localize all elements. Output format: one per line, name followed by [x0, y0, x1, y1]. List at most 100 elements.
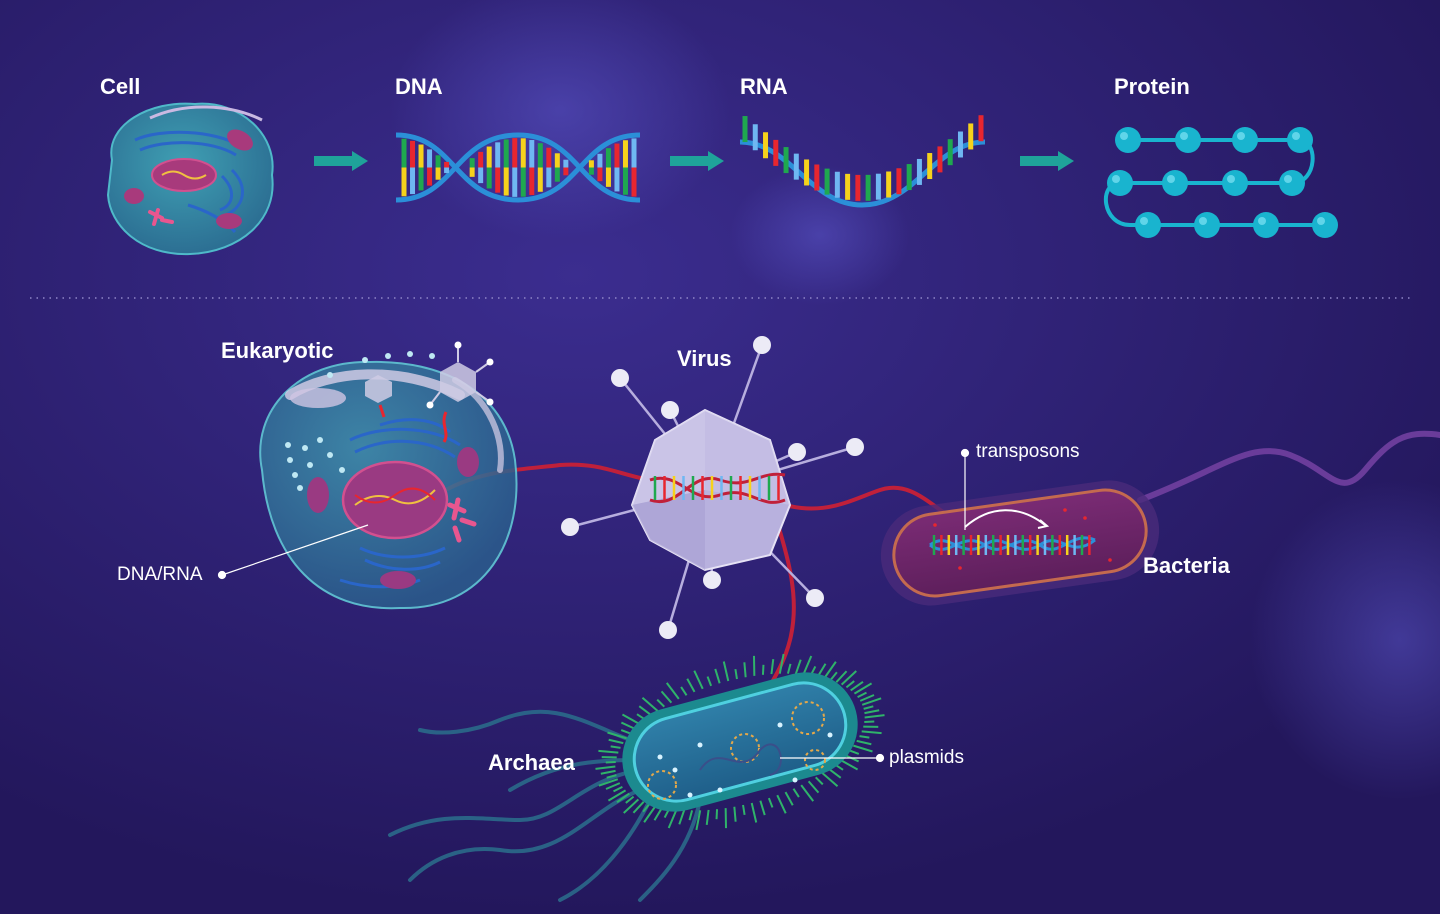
bacteria [880, 480, 1160, 606]
archaea-hair [853, 744, 873, 753]
plasmids-callout: plasmids [889, 747, 964, 768]
archaea-hair [850, 680, 864, 692]
archaea-hair [815, 776, 824, 786]
archaea-hair [859, 735, 870, 739]
archaea-hair [715, 809, 719, 820]
amino-acid-bead [1253, 212, 1279, 238]
archaea-hair [600, 769, 616, 775]
archaea-hair [621, 713, 641, 726]
virus-spike [666, 552, 693, 631]
eukaryotic-cell [259, 341, 518, 610]
cell-label: Cell [100, 74, 141, 99]
archaea-hair [620, 721, 636, 730]
flow-arrow [314, 151, 368, 171]
rna-label: RNA [740, 74, 788, 99]
amino-acid-bead [1222, 170, 1248, 196]
amino-acid-bead [1135, 212, 1161, 238]
archaea-hair [784, 791, 794, 806]
virus-spike-tip [788, 443, 806, 461]
amino-acid-bead [1175, 127, 1201, 153]
archaea-hair [607, 731, 627, 740]
archaea-hair [688, 810, 694, 821]
background-glow [390, 0, 730, 240]
bacteria-flagellum [1137, 430, 1440, 503]
virus-spike-tip [753, 336, 771, 354]
archaea-hair [770, 659, 775, 675]
bead-highlight [1258, 217, 1266, 225]
bacteria-label: Bacteria [1143, 553, 1230, 578]
bead-highlight [1227, 175, 1235, 183]
archaea-hair [638, 705, 652, 717]
bead-highlight [1120, 132, 1128, 140]
archaea-hair [607, 789, 627, 802]
archaea-hair [857, 691, 867, 699]
archaea-hair [680, 686, 688, 696]
dna-label: DNA [395, 74, 443, 99]
archaea-hair [625, 795, 635, 804]
rna-strand [739, 115, 986, 208]
archaea-hair [598, 749, 619, 754]
archaea-hair [632, 801, 645, 814]
archaea-hair [613, 785, 623, 793]
bead-highlight [1112, 175, 1120, 183]
archaea-hair [835, 670, 848, 683]
archaea-hair [864, 714, 885, 719]
protein-chain [1103, 127, 1338, 238]
archaea-hair [605, 760, 616, 764]
archaea-hair [863, 705, 874, 710]
amino-acid-bead [1107, 170, 1133, 196]
archaea-hair [656, 698, 665, 708]
archaea-hair [859, 694, 875, 702]
flow-arrow [1020, 151, 1074, 171]
virus-spike [774, 445, 856, 472]
archaea-hair [643, 805, 657, 823]
archaea-label: Archaea [488, 750, 575, 775]
eukaryotic-label: Eukaryotic [221, 338, 334, 363]
background-glow [730, 165, 910, 305]
bead-highlight [1292, 132, 1300, 140]
amino-acid-bead [1115, 127, 1141, 153]
bead-highlight [1167, 175, 1175, 183]
archaea-hair [792, 788, 800, 798]
archaea-hair [864, 720, 875, 724]
archaea-hair [616, 792, 630, 804]
archaea-hair [642, 803, 651, 813]
virus-spike-tip [806, 589, 824, 607]
virus [561, 336, 864, 639]
archaea-hair [605, 782, 621, 790]
bead-highlight [1180, 132, 1188, 140]
archaea-hair [608, 738, 624, 745]
archaea-hair [706, 676, 713, 687]
archaea-hair [667, 809, 678, 829]
archaea-hair [598, 778, 619, 787]
virus-spike-tip [703, 571, 721, 589]
bead-highlight [1140, 217, 1148, 225]
archaea-hair [714, 668, 721, 684]
archaea-hair [595, 765, 616, 770]
amino-acid-bead [1232, 127, 1258, 153]
cell-illustration [106, 102, 274, 256]
bead-highlight [1284, 175, 1292, 183]
archaea-hair [641, 697, 659, 712]
virus-spike-tip [659, 621, 677, 639]
bead-highlight [1237, 132, 1245, 140]
archaea [595, 653, 885, 831]
virus-spike-tip [846, 438, 864, 456]
flow-arrow [670, 151, 724, 171]
virus-spike [732, 344, 764, 426]
archaea-hair [845, 680, 855, 689]
archaea-hair [821, 772, 839, 787]
archaea-hair [802, 655, 813, 675]
archaea-hair [861, 730, 882, 735]
virus-label: Virus [677, 346, 732, 371]
archaea-hair [839, 758, 859, 771]
amino-acid-bead [1312, 212, 1338, 238]
archaea-hair [828, 767, 842, 779]
archaea-hair [606, 774, 617, 779]
dna-double-helix [395, 132, 641, 203]
archaea-hair [705, 809, 710, 825]
amino-acid-bead [1194, 212, 1220, 238]
archaea-hair [823, 661, 837, 679]
